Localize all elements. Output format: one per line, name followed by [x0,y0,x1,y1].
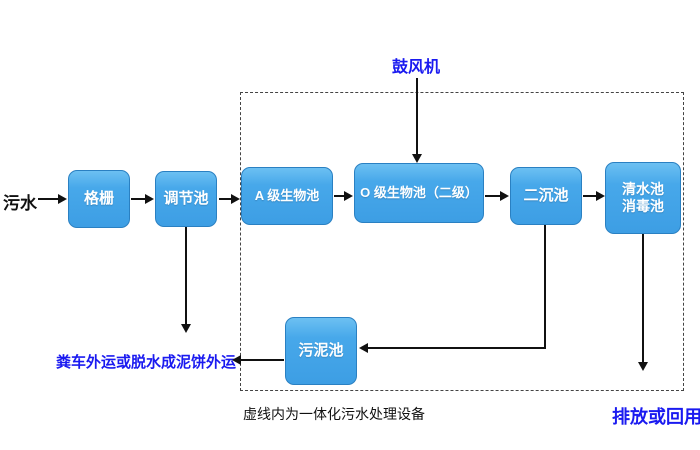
node-clean-water-tank: 清水池 消毒池 [605,162,681,234]
node-o-bio-tank: O 级生物池（二级） [354,163,484,223]
blower-label: 鼓风机 [392,59,441,76]
node-o-bio-tank-label: O 级生物池（二级） [360,184,478,200]
node-sludge-tank-label: 污泥池 [298,341,344,359]
node-secondary-sedimentation-tank-label: 二沉池 [523,186,569,204]
node-secondary-sedimentation-tank: 二沉池 [510,167,582,225]
equipment-boundary-box [240,92,684,391]
effluent-label: 排放或回用 [612,407,700,427]
node-regulating-tank: 调节池 [155,171,217,227]
node-a-bio-tank-label: A 级生物池 [254,187,320,203]
node-sludge-tank: 污泥池 [285,317,357,385]
node-grating-label: 格栅 [83,189,114,207]
influent-label: 污水 [3,194,37,213]
node-regulating-tank-label: 调节池 [163,189,209,207]
node-clean-water-tank-label-line1: 清水池 [622,180,664,197]
node-a-bio-tank: A 级生物池 [241,167,333,225]
node-clean-water-tank-label-line2: 消毒池 [622,198,664,214]
sludge-disposal-label: 粪车外运或脱水成泥饼外运 [56,354,237,371]
boundary-caption: 虚线内为一体化污水处理设备 [243,406,425,422]
node-grating: 格栅 [68,170,130,228]
